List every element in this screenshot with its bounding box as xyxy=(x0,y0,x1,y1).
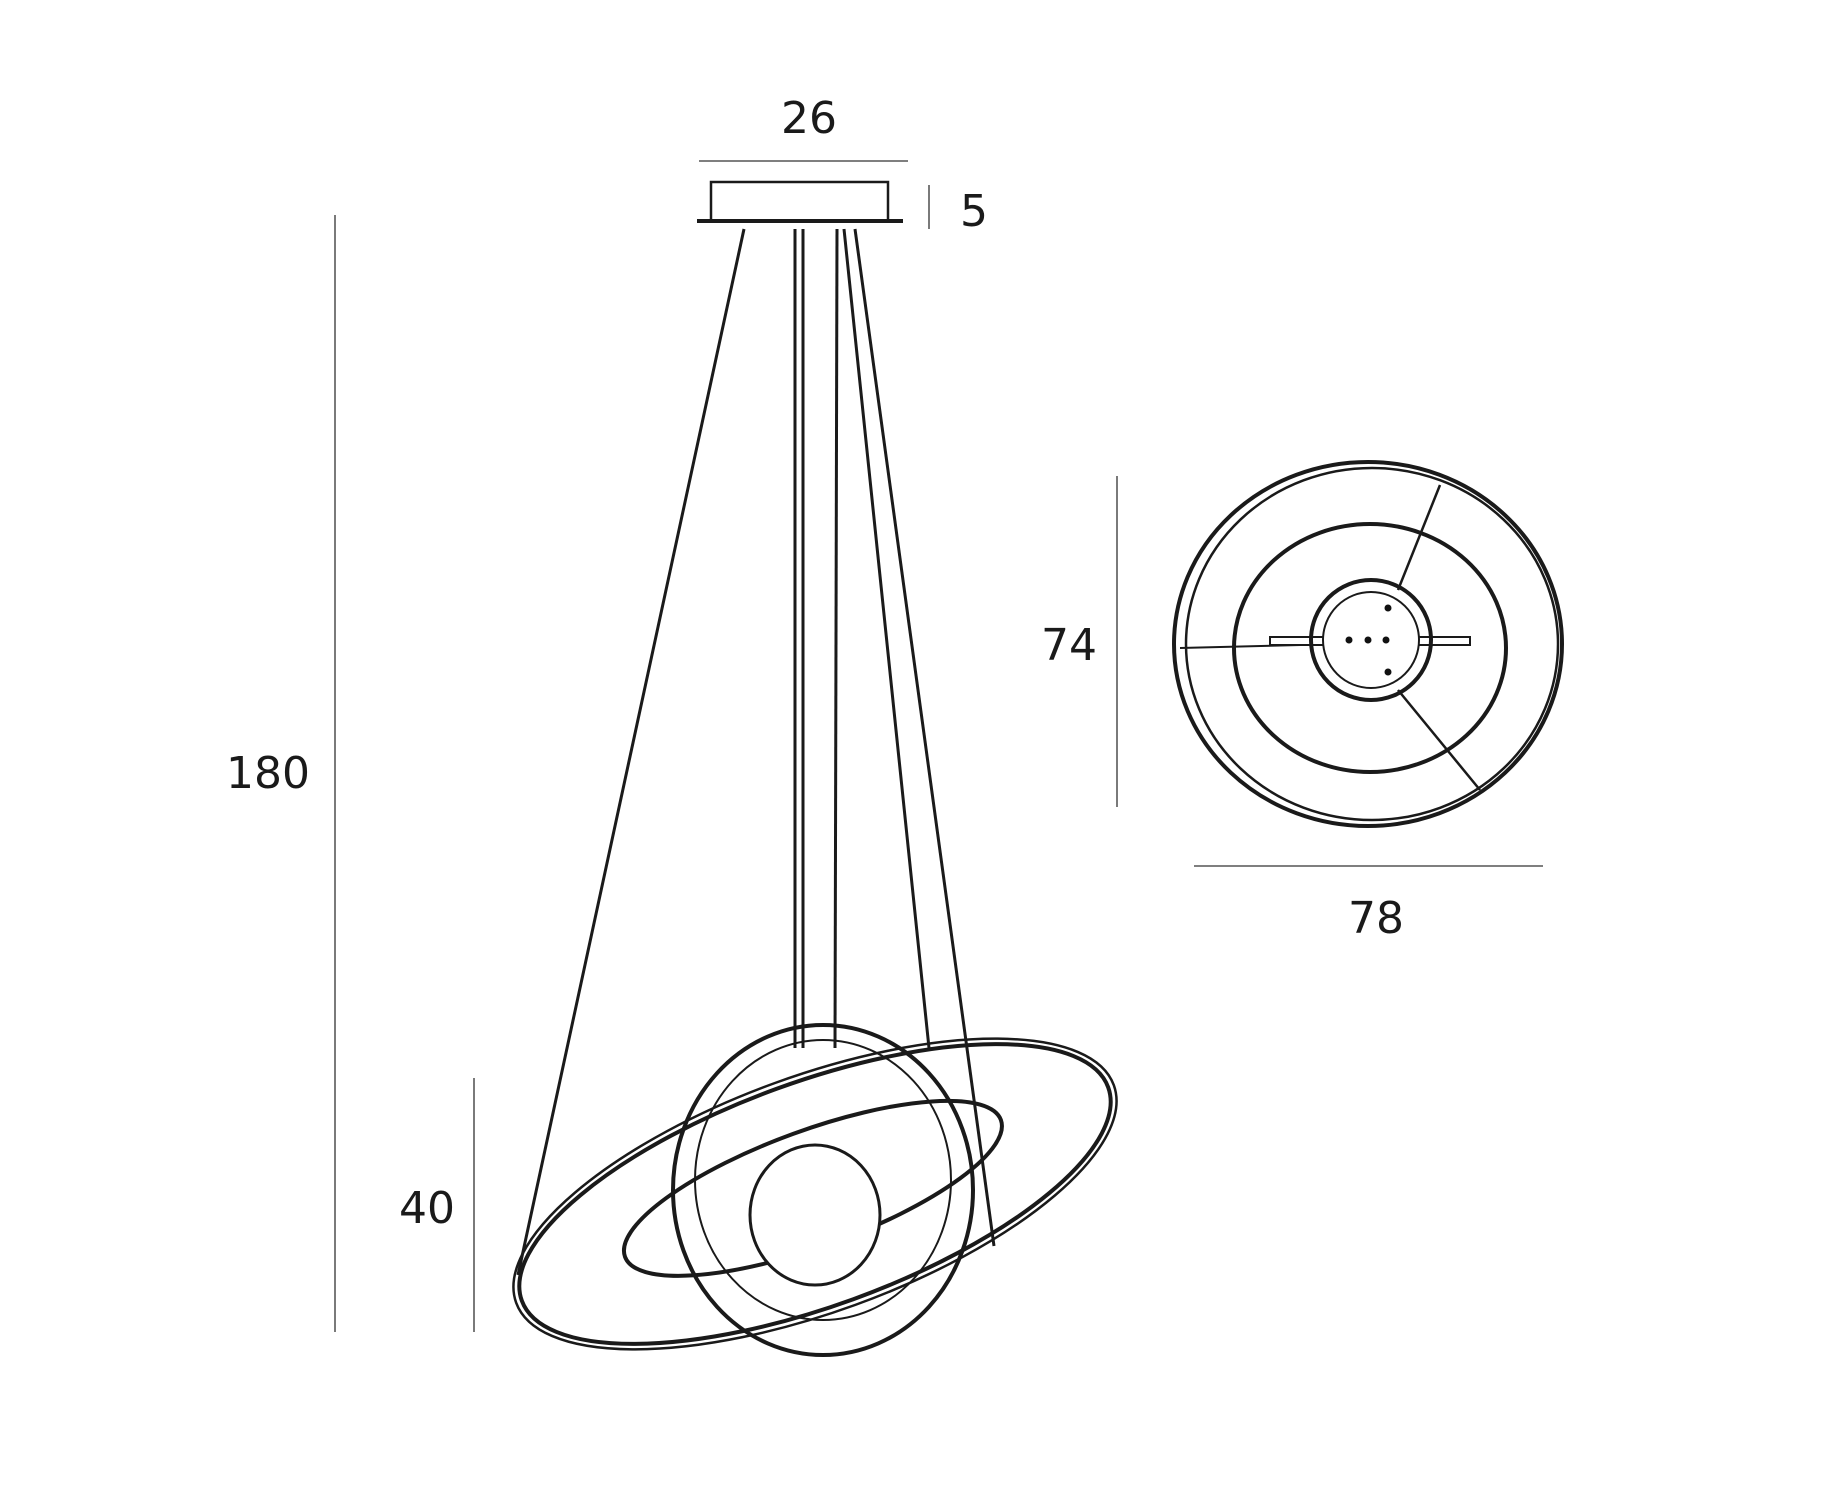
canopy-height-label: 5 xyxy=(960,186,988,237)
top-view xyxy=(1172,460,1564,828)
canopy-width-label: 26 xyxy=(781,93,837,144)
ceiling-canopy xyxy=(697,180,903,223)
total-height-label: 180 xyxy=(226,748,310,799)
top-view-width-label: 78 xyxy=(1348,893,1404,944)
top-view-height-dimension: 74 xyxy=(1041,476,1118,807)
wire xyxy=(833,228,839,1049)
horizontal-ring xyxy=(512,1037,1118,1351)
hub xyxy=(1309,578,1433,702)
wire xyxy=(516,228,746,1276)
inner-ring xyxy=(1232,522,1508,774)
canopy-width-dimension: 26 xyxy=(699,93,908,162)
vertical-ring xyxy=(671,1023,975,1357)
vertical-ring-inner xyxy=(694,1039,952,1321)
wire xyxy=(842,228,931,1049)
total-height-dimension: 180 xyxy=(226,215,336,1332)
lamp-body xyxy=(512,1023,1118,1357)
outer-ring xyxy=(1172,460,1564,828)
wire xyxy=(853,228,996,1247)
lamp-height-label: 40 xyxy=(399,1183,455,1234)
lamp-height-dimension: 40 xyxy=(399,1078,475,1332)
light-sphere xyxy=(748,1143,882,1287)
suspension-wires xyxy=(516,228,996,1276)
top-view-height-label: 74 xyxy=(1041,620,1097,671)
top-view-width-dimension: 78 xyxy=(1194,865,1543,944)
canopy-height-dimension: 5 xyxy=(928,185,988,237)
hub-dots xyxy=(1345,604,1392,676)
